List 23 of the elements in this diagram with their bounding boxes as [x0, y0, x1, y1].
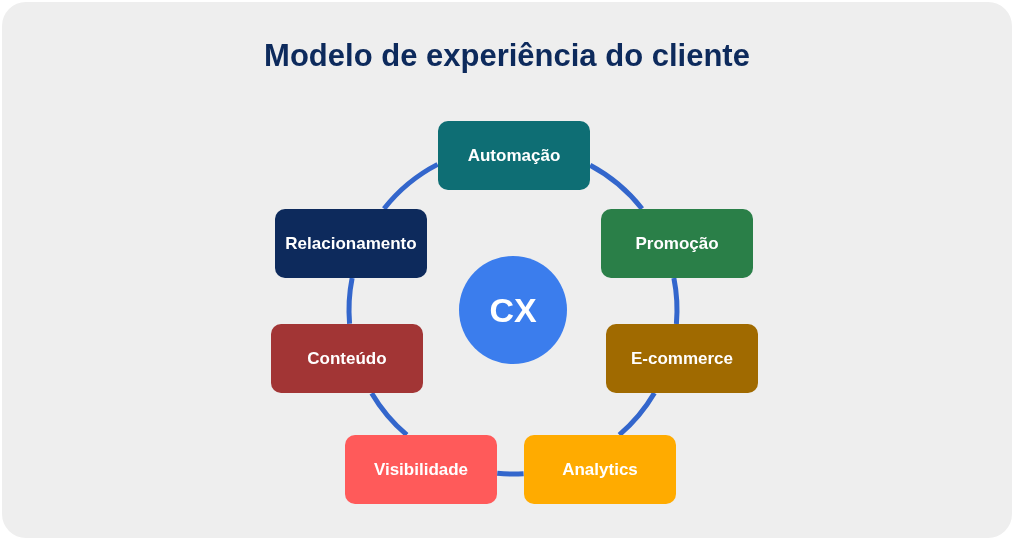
- category-box: [275, 209, 427, 278]
- node-label: Promoção: [635, 233, 719, 254]
- ring-arc: [346, 277, 355, 324]
- category-box: [438, 121, 590, 190]
- node-label: Automação: [467, 145, 561, 166]
- ring-arc: [497, 470, 524, 477]
- category-box: [524, 435, 676, 504]
- ring-arc: [588, 163, 644, 211]
- node-label: Visibilidade: [373, 459, 469, 480]
- node-label: E-commerce: [630, 348, 734, 369]
- category-box: [601, 209, 753, 278]
- ring-arc: [617, 391, 657, 437]
- category-box: [345, 435, 497, 504]
- category-box: [271, 324, 423, 393]
- ring-arc: [382, 162, 439, 211]
- node-label: CX: [489, 290, 537, 330]
- node-label: Relacionamento: [285, 233, 417, 254]
- ring-arc: [369, 391, 409, 437]
- diagram-title: Modelo de experiência do cliente: [263, 38, 751, 74]
- node-label: Analytics: [562, 459, 638, 480]
- ring-arc: [671, 277, 680, 325]
- node-label: Conteúdo: [307, 348, 387, 369]
- category-box: [606, 324, 758, 393]
